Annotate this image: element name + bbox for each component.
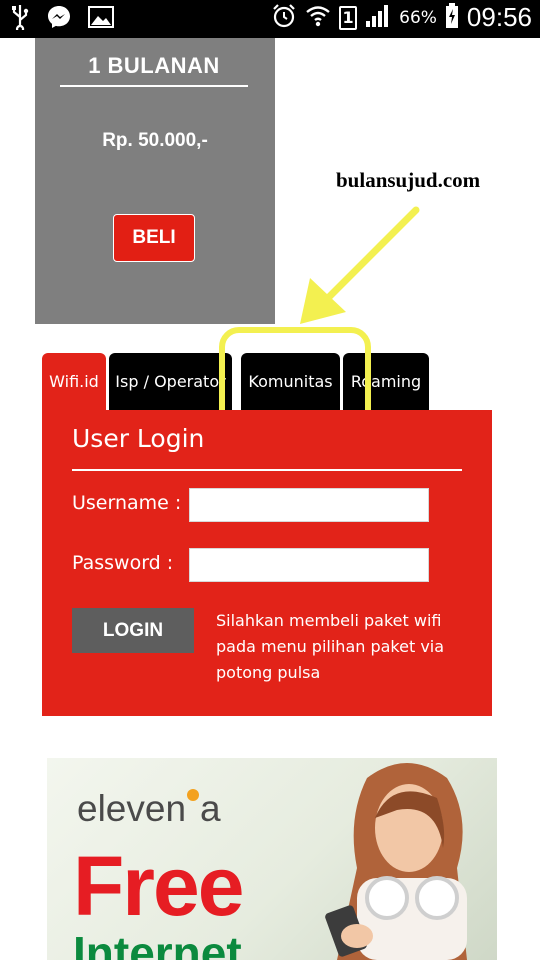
status-bar: 1 66% 09:56 [0,0,540,38]
signal-icon [365,4,391,32]
watermark-text: bulansujud.com [336,168,481,192]
login-button[interactable]: LOGIN [72,608,194,653]
password-input[interactable] [189,548,429,582]
sim-icon: 1 [339,5,358,30]
banner-subheadline: Internet [73,927,242,960]
tab-label: Wifi.id [49,372,99,391]
tab-wifi-id[interactable]: Wifi.id [42,353,106,410]
banner-headline: Free [73,839,244,933]
username-label: Username : [72,492,182,514]
model-photo-icon [325,763,467,960]
password-label: Password : [72,552,174,574]
battery-percent: 66% [399,7,437,28]
tab-komunitas[interactable]: Komunitas [241,353,340,410]
alarm-icon [271,3,297,33]
logo-text-end: a [200,788,221,829]
login-title: User Login [72,424,205,453]
tab-isp-operator[interactable]: Isp / Operator [109,353,232,410]
login-note: Silahkan membeli paket wifi pada menu pi… [216,611,445,682]
battery-charging-icon [445,2,459,33]
package-price: Rp. 50.000,- [102,130,208,151]
annotation-arrow-icon [300,206,420,324]
gallery-icon [88,6,114,32]
messenger-icon [46,4,72,34]
username-input[interactable] [189,488,429,522]
logo-dot-icon [187,789,200,801]
login-panel: User Login Username : Password : LOGIN S… [42,410,492,716]
logo-text-start: eleven [77,788,187,829]
tab-label: Roaming [350,372,422,391]
tab-label: Isp / Operator [115,372,226,391]
tab-label: Komunitas [248,372,333,391]
package-title: 1 BULANAN [88,53,220,78]
clock: 09:56 [466,2,532,32]
tab-roaming[interactable]: Roaming [343,353,429,410]
wifi-icon [305,3,331,33]
package-card: 1 BULANAN Rp. 50.000,- BELI [35,38,275,324]
package-divider [60,85,248,87]
login-divider [72,469,462,471]
buy-button[interactable]: BELI [113,214,195,262]
usb-icon [10,4,30,34]
